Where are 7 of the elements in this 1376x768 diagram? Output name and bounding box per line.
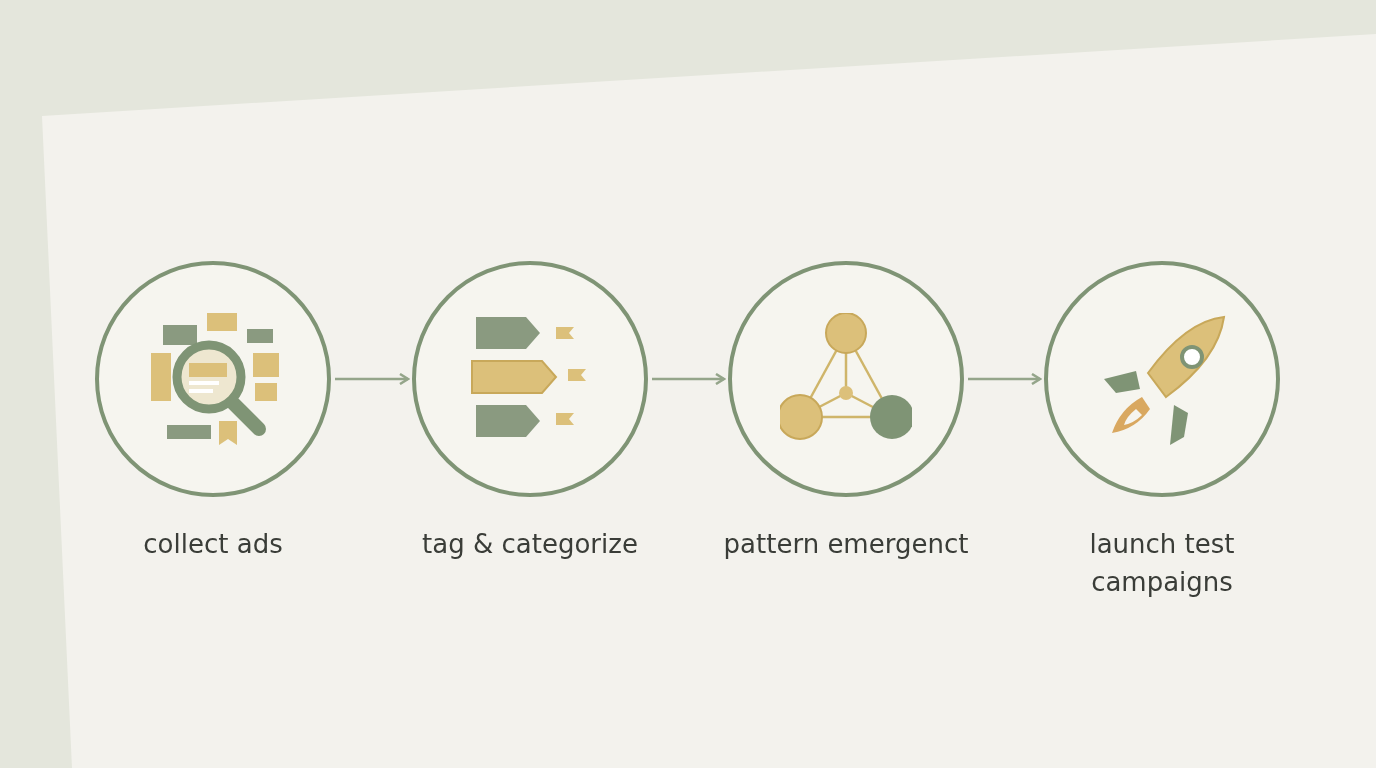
- arrow: [335, 372, 410, 386]
- step-label: launch test campaigns: [1088, 528, 1236, 599]
- arrow: [968, 372, 1042, 386]
- step-label: tag & categorize: [421, 528, 639, 561]
- step-label: pattern emergenct: [722, 528, 970, 561]
- arrow: [652, 372, 726, 386]
- step-label: collect ads: [142, 528, 284, 561]
